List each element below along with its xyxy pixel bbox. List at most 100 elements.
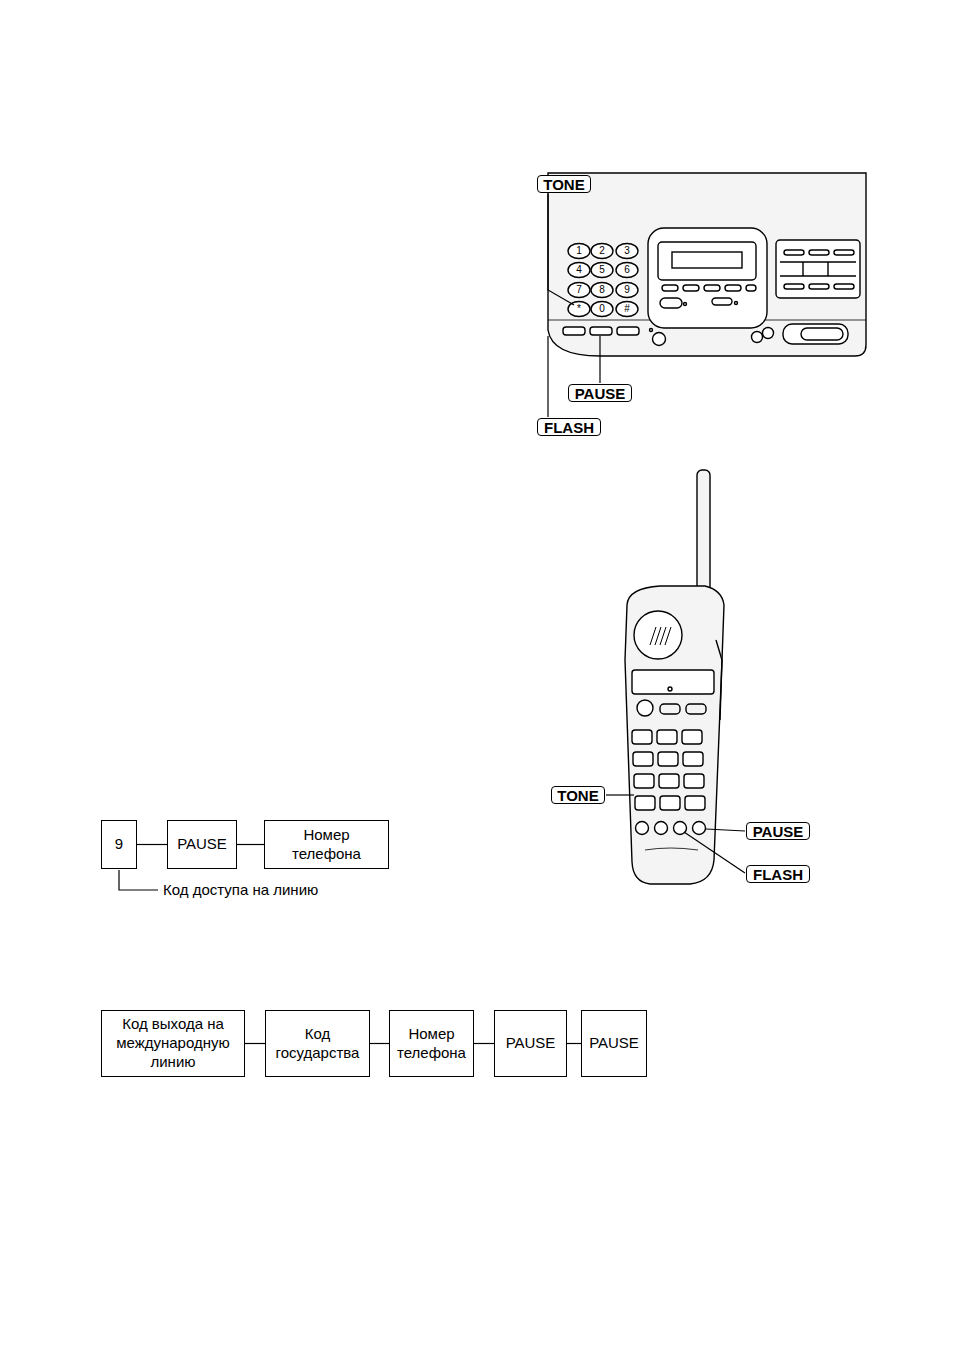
illustration-part [616,244,638,259]
illustration-part [625,586,724,884]
illustration-part [591,263,613,278]
key-label: 6 [619,265,635,275]
box-text: PAUSE [575,386,626,401]
illustration-part [590,327,612,335]
illustration-part [684,774,704,788]
connector-line [237,844,264,845]
key-label: 1 [571,246,587,256]
connector-line [567,1043,581,1044]
illustration-part [632,670,714,694]
illustration-part [658,752,678,766]
illustration-part [616,283,638,298]
illustration-part [616,263,638,278]
illustration-part [834,284,854,289]
illustration-part [668,687,672,691]
key-label: * [571,304,587,314]
illustration-part [752,332,763,343]
illustration-part [591,244,613,259]
illustration-part [599,336,600,383]
box-text: Код государства [271,1025,364,1063]
illustration-part [735,302,738,305]
illustration-part [763,328,774,339]
button-callout: TONE [537,175,591,193]
button-callout: PAUSE [746,822,810,840]
sequence-box: PAUSE [167,820,237,869]
illustration-part [660,298,682,308]
illustration-part [591,302,613,317]
key-label: 5 [594,265,610,275]
box-text: FLASH [544,420,594,435]
box-text: FLASH [753,867,803,882]
key-label: 9 [619,285,635,295]
illustration-part [672,252,742,268]
sequence-box: Код государства [265,1010,370,1077]
illustration-part [686,704,706,714]
illustration-part [645,848,698,850]
illustration-part [683,752,703,766]
illustration-part [636,822,649,835]
illustration-part [776,240,860,298]
illustration-part [634,774,654,788]
illustration-part [693,822,706,835]
bracket-label: Код доступа на линию [163,881,318,898]
illustration-part [548,194,574,305]
illustration-part [780,262,856,276]
leader-lines [119,795,745,890]
illustration-part [682,730,702,744]
illustration-part [637,700,653,716]
illustration-part [547,336,548,417]
illustration-part [660,796,680,810]
illustration-part [119,870,158,890]
illustration-part [606,794,634,795]
sequence-box: PAUSE [581,1010,647,1077]
illustration-part [684,303,687,306]
illustration-part [809,284,829,289]
illustration-part [659,774,679,788]
illustration-part [684,832,745,873]
illustration-part [634,611,682,659]
illustration-part [712,298,732,305]
sequence-box: PAUSE [494,1010,567,1077]
illustration-part [591,283,613,298]
illustration-part [617,327,639,335]
illustration-part [697,470,710,605]
illustration-part [746,285,756,291]
illustration-part [716,640,722,720]
connector-line [137,844,167,845]
illustration-part [783,324,848,344]
box-text: Номер телефона [270,826,383,864]
connector-line [245,1043,265,1044]
illustration-part [616,302,638,317]
illustration-part [632,730,652,744]
illustration-part [563,327,585,335]
key-label: 7 [571,285,587,295]
key-label: 4 [571,265,587,275]
box-text: Номер телефона [395,1025,468,1063]
box-text: PAUSE [177,835,227,854]
illustration-part [683,285,699,291]
key-label: 0 [594,304,610,314]
key-label: 2 [594,246,610,256]
box-text: 9 [115,835,123,854]
illustration-part [633,752,653,766]
box-text: PAUSE [506,1034,556,1053]
illustration-part [706,829,745,831]
illustration-part [725,285,741,291]
sequence-box: Номер телефона [389,1010,474,1077]
illustration-part [635,796,655,810]
illustration-part [657,730,677,744]
button-callout: FLASH [537,418,601,436]
box-text: TONE [557,788,598,803]
key-label: 3 [619,246,635,256]
illustration-part [685,796,705,810]
illustration-part [704,285,720,291]
connector-line [474,1043,494,1044]
illustration-part [548,173,866,356]
illustration-part [568,263,590,278]
illustration-part [653,333,666,346]
connector-line [370,1043,389,1044]
key-label: # [619,304,635,314]
illustration-part [650,329,653,332]
